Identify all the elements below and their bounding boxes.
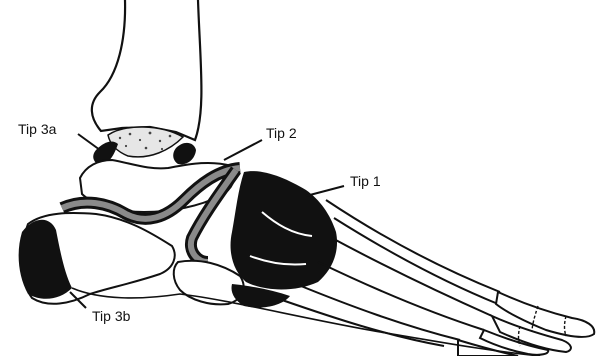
label-tip-3a: Tip 3a: [18, 121, 57, 137]
label-tip-3b: Tip 3b: [92, 308, 131, 324]
label-tip-1: Tip 1: [350, 173, 381, 189]
label-tip-2: Tip 2: [266, 125, 297, 141]
